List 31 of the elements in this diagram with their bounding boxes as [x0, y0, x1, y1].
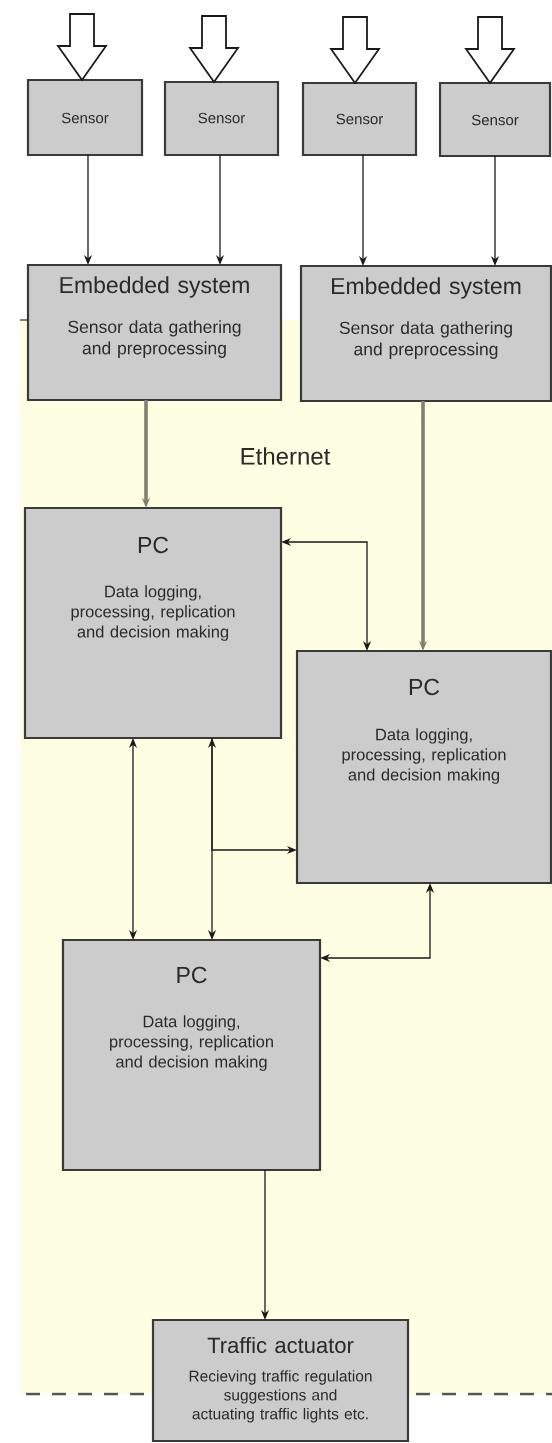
input-arrow [188, 15, 240, 84]
box-heading: Traffic actuator [207, 1336, 354, 1354]
system-box [299, 264, 552, 403]
box-description: Data logging, processing, replication and decision making [110, 1015, 273, 1071]
box-heading: Sensor [471, 114, 519, 126]
box-heading: PC [138, 536, 169, 554]
input-arrow [464, 16, 516, 85]
box-heading: Embedded system [60, 276, 249, 298]
input-arrow [329, 16, 381, 85]
computer-box [23, 506, 283, 740]
box-heading: Sensor [336, 113, 383, 125]
computer-box [61, 938, 322, 1172]
box-description: Data logging, processing, replication and decision making [342, 728, 506, 784]
box-description: Sensor data gathering and preprocessing [68, 320, 241, 358]
actuator-box [151, 1318, 410, 1443]
sensor-box [438, 81, 552, 158]
box-heading: Sensor [61, 112, 109, 124]
box-description: Data logging, processing, replication and decision making [71, 585, 235, 641]
sensor-box [163, 80, 280, 157]
computer-box [295, 649, 552, 885]
sensor-box [26, 78, 144, 157]
sensor-box [301, 81, 418, 157]
box-heading: Sensor [198, 112, 245, 124]
box-description: Recieving traffic regulation suggestions and actuating traffic lights etc. [189, 1370, 372, 1423]
box-description: Sensor data gathering and preprocessing [339, 321, 512, 359]
box-heading: Embedded system [332, 277, 521, 299]
input-arrow [56, 13, 108, 82]
box-heading: PC [409, 678, 440, 696]
box-heading: PC [177, 966, 207, 984]
system-box [26, 263, 283, 402]
box-heading: Ethernet [241, 447, 331, 465]
